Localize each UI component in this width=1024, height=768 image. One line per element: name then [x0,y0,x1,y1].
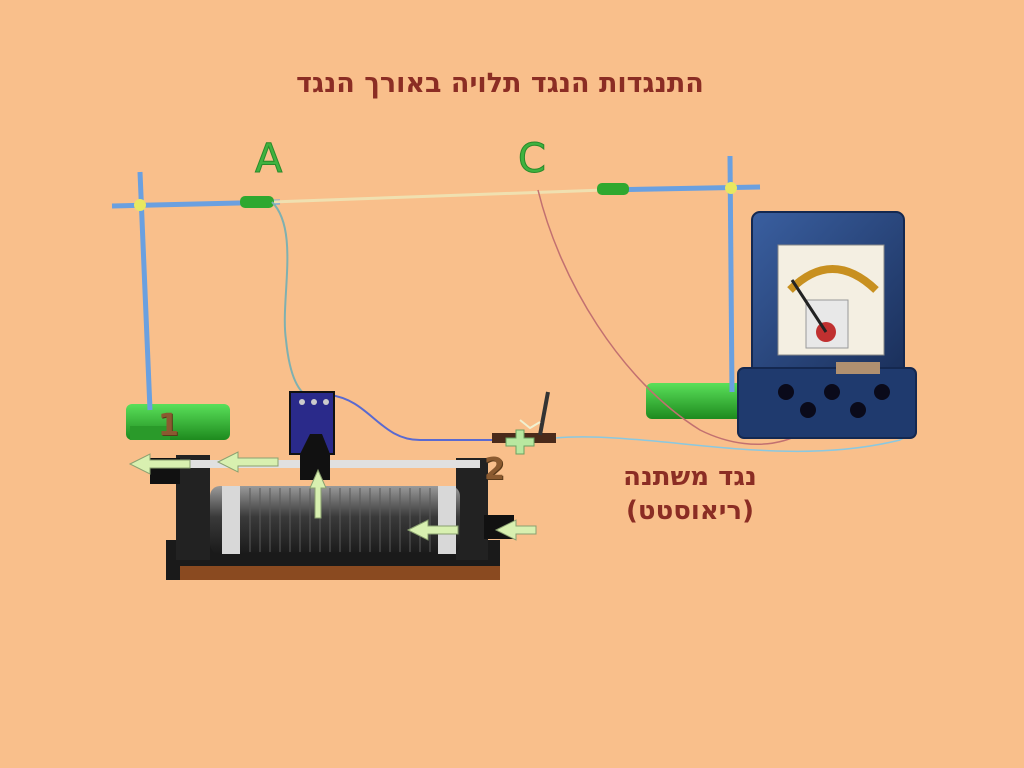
point-label-c: C [518,136,547,183]
rheostat-caption-line1: נגד משתנה [623,462,757,492]
rheostat [128,391,537,580]
right-rod-joint [725,182,737,194]
page-title: התנגדות הנגד תלויה באורך הנגד [296,68,704,99]
meter [737,211,917,439]
point-label-a: A [254,136,283,183]
rheostat-left-end [176,455,210,560]
meter-base [737,367,917,439]
meter-needle [790,279,828,333]
rheostat-caption-line2: (ריאוסטט) [626,496,754,526]
right-stand [599,155,761,419]
clip-c [597,183,629,195]
rheostat-right-end [456,458,488,560]
rheostat-caption: נגד משתנה (ריאוסטט) [600,460,780,528]
current-arrows [128,451,537,541]
clip-a [240,196,274,208]
switch [492,391,556,455]
rheostat-coil [210,486,460,554]
terminal-label-1: 1 [158,408,179,443]
resistance-wire [271,188,605,204]
terminal-label-2: 2 [484,452,505,487]
left-stand [111,171,281,440]
left-rod-joint [134,199,146,211]
wire-a-to-slider [271,201,313,399]
right-stand-rod [727,155,735,393]
wire-slider-to-switch [329,394,500,441]
left-stand-rod [137,171,153,411]
